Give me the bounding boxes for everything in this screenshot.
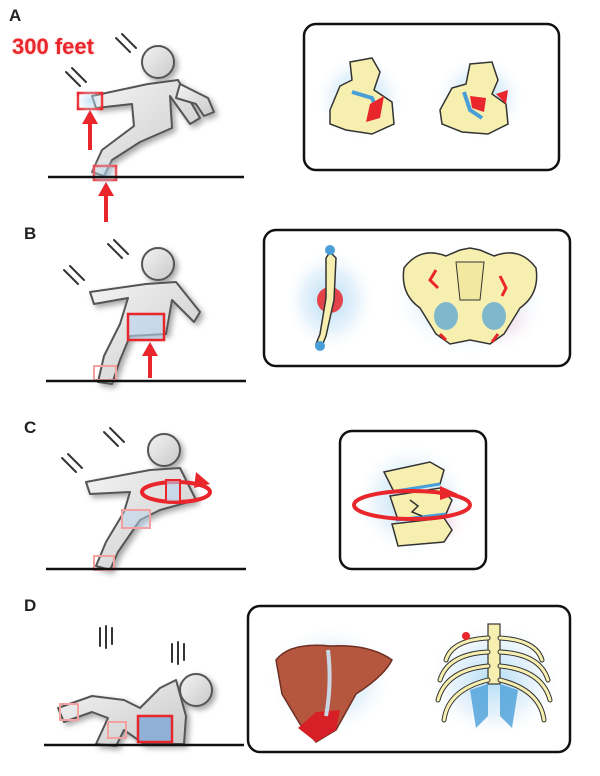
liver [266, 624, 394, 743]
impact-box-c-spine [165, 479, 181, 503]
panel-c [46, 427, 488, 571]
impact-box-d-torso [136, 714, 174, 744]
motion-lines-b [63, 239, 129, 285]
panel-b [46, 228, 572, 385]
calcaneus-right [434, 54, 526, 142]
impact-box-d-knee [107, 721, 127, 739]
falling-figure-a [91, 45, 215, 177]
height-annotation: 300 feet [12, 34, 94, 59]
vertebrae [354, 442, 470, 558]
motion-lines-c [61, 427, 125, 473]
panel-label-c: C [24, 418, 37, 437]
rotation-arrow-inset-c [352, 489, 472, 521]
impact-box-b-pelvis [126, 312, 166, 342]
femur [284, 245, 376, 352]
impact-box-c-pelvis [121, 509, 151, 529]
panel-d [44, 604, 572, 754]
calcaneus-left [314, 54, 406, 142]
motion-lines-a [65, 33, 137, 87]
fallen-figure-d [57, 673, 213, 747]
ribcage [426, 620, 562, 740]
panel-label-d: D [24, 596, 37, 615]
panel-label-b: B [24, 224, 37, 243]
impact-arrows-a [88, 120, 108, 222]
panel-label-a: A [9, 6, 22, 25]
pelvis [390, 242, 550, 358]
impact-box-d-foot [59, 703, 79, 721]
motion-lines-d [99, 625, 185, 665]
panel-a [48, 22, 561, 222]
